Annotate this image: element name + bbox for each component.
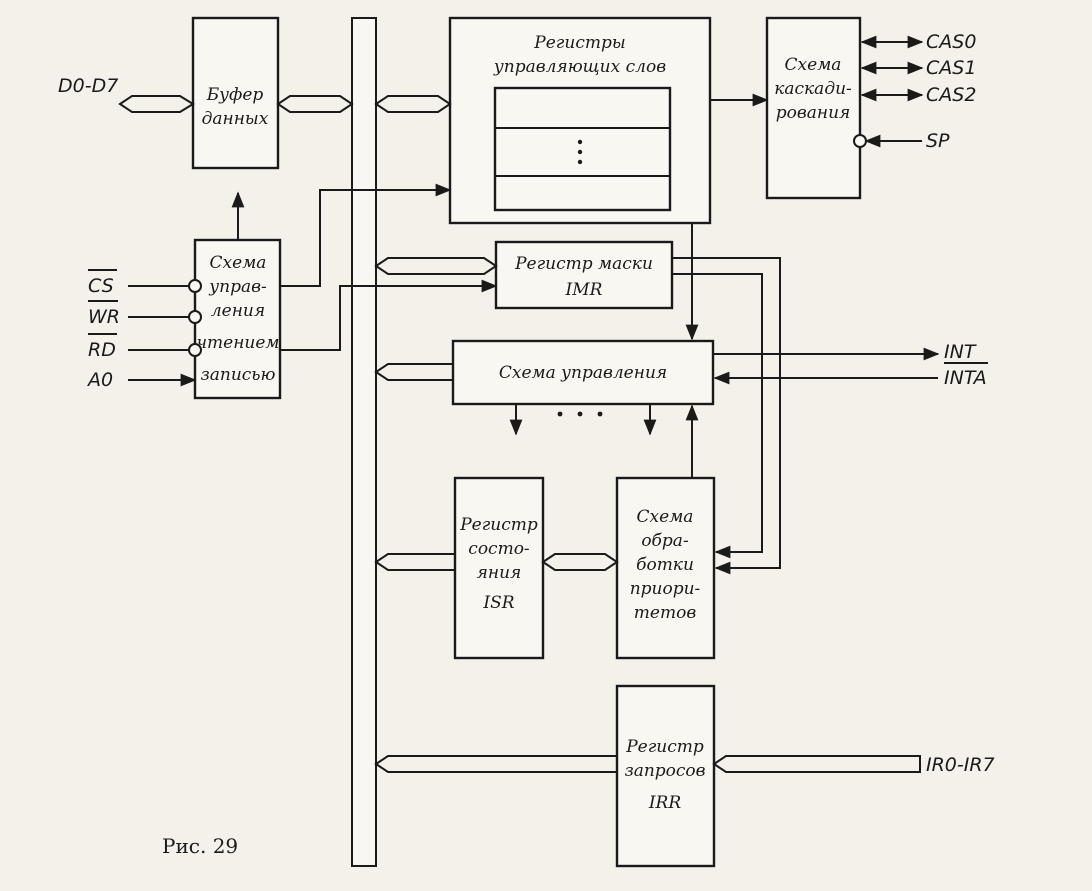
cascade-block xyxy=(765,16,862,200)
figure-caption: Рис. 29 xyxy=(162,834,238,858)
request-register-label-2: запросов xyxy=(624,761,705,781)
cs-inversion-circle xyxy=(188,279,202,293)
priority-circuit-label-5: тетов xyxy=(634,603,697,623)
cas1-label: CAS1 xyxy=(926,57,976,79)
data-buffer-label-2: данных xyxy=(202,109,269,129)
external-data-bus-arrow xyxy=(118,95,195,113)
mask-register-label-2: IMR xyxy=(565,280,603,300)
bus-to-control-words-arrow xyxy=(374,95,452,113)
ir-inputs-arrow xyxy=(712,755,921,773)
wr-label: WR xyxy=(88,306,120,328)
rw-control-label-2: управ- xyxy=(208,277,267,297)
data-buffer-label-1: Буфер xyxy=(206,85,264,105)
sp-inversion-circle xyxy=(853,134,867,148)
rw-control-label-4: чтением xyxy=(196,333,279,353)
internal-data-bus xyxy=(351,17,377,867)
control-words-stack xyxy=(493,86,672,212)
priority-circuit-block xyxy=(615,476,716,660)
bus-mask-register-arrow xyxy=(374,257,498,275)
data-buffer-block xyxy=(191,16,280,170)
rd-inversion-circle xyxy=(188,343,202,357)
priority-circuit-label-1: Схема xyxy=(637,507,694,527)
status-register-label-1: Регистр xyxy=(459,515,538,535)
cascade-label-2: каскади- xyxy=(774,79,852,99)
rw-control-label-3: ления xyxy=(211,301,265,321)
mask-to-priority-line-1 xyxy=(672,257,781,575)
int-label: INT xyxy=(944,341,977,363)
priority-circuit-label-4: приори- xyxy=(630,579,701,599)
rw-control-label-1: Схема xyxy=(210,253,267,273)
data-bus-label: D0-D7 xyxy=(58,75,118,97)
control-circuit-to-bus-arrow xyxy=(374,363,454,381)
status-register-label-4: ISR xyxy=(482,593,514,613)
rw-control-to-mask-line xyxy=(280,279,498,351)
control-circuit-label: Схема управления xyxy=(499,363,667,383)
cas0-label: CAS0 xyxy=(926,31,976,53)
buffer-to-bus-arrow xyxy=(276,95,354,113)
status-priority-bus-arrow xyxy=(541,553,619,571)
rd-label: RD xyxy=(88,339,116,361)
priority-circuit-label-3: ботки xyxy=(636,555,694,575)
status-register-block xyxy=(453,476,545,660)
inta-label: INTA xyxy=(944,367,987,389)
mask-to-priority-line-2 xyxy=(672,273,763,559)
sp-label: SP xyxy=(926,130,950,152)
rw-control-to-control-words-line xyxy=(280,183,452,287)
control-words-label-1: Регистры xyxy=(533,33,625,53)
rw-control-label-5: записью xyxy=(200,365,275,385)
status-register-label-3: яния xyxy=(477,563,522,583)
request-register-to-bus-arrow xyxy=(374,755,618,773)
wr-inversion-circle xyxy=(188,310,202,324)
status-register-to-bus-arrow xyxy=(374,553,456,571)
control-circuit-block xyxy=(451,339,715,406)
ir-label: IR0-IR7 xyxy=(926,754,995,776)
mask-register-label-1: Регистр маски xyxy=(514,254,653,274)
cs-label: CS xyxy=(88,275,114,297)
cascade-label-3: рования xyxy=(776,103,851,123)
request-register-label-1: Регистр xyxy=(625,737,704,757)
priority-circuit-label-2: обра- xyxy=(641,531,689,551)
control-words-label-2: управляющих слов xyxy=(493,57,666,77)
status-register-label-2: состо- xyxy=(468,539,530,559)
request-register-block xyxy=(615,684,716,868)
cascade-label-1: Схема xyxy=(785,55,842,75)
cas2-label: CAS2 xyxy=(926,84,976,106)
a0-label: A0 xyxy=(86,369,113,391)
request-register-label-3: IRR xyxy=(648,793,682,813)
